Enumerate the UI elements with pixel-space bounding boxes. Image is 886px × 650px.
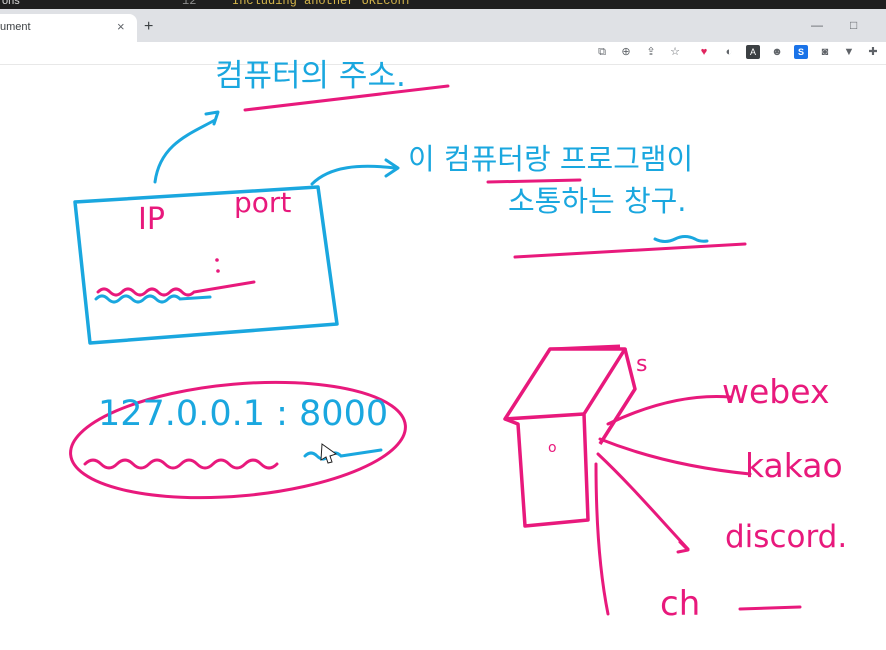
address-pink-scribble [83,458,279,470]
address-note: 컴퓨터의 주소. [215,58,406,94]
address-value: 127.0.0.1 : 8000 [98,394,389,434]
editor-code-strip: ons 12 Including another URLconf [0,0,886,9]
window-maximize-button[interactable]: □ [850,18,858,32]
program-underline-2 [513,242,747,259]
line-to-discord [596,452,690,551]
extension-face-icon[interactable]: ☻ [771,46,783,58]
browser-toolbar: ⧉ ⊕ ⇪ ☆ ♥ ◐ A ☻ S ◙ ▼ ✚ [0,42,886,65]
house-ridge [549,344,621,351]
browser-tab[interactable]: ument × [0,14,137,42]
tab-close-icon[interactable]: × [117,19,125,34]
vpn-icon[interactable]: ◐ [725,46,733,58]
vue-icon[interactable]: ▼ [843,46,855,58]
address-ellipse [69,380,407,500]
arrow-to-program [310,164,397,186]
puzzle-icon[interactable]: ✚ [868,46,878,58]
star-icon[interactable]: ☆ [670,46,680,58]
house-roof-line [504,412,585,421]
app-discord: discord. [725,519,848,555]
house-shape [503,347,627,528]
app-kakao: kakao [745,446,843,485]
new-tab-button[interactable]: + [144,18,154,35]
editor-left-text: ons [2,0,20,7]
program-underline-1 [486,178,582,184]
zoom-icon[interactable]: ⊕ [621,46,631,58]
ip-port-box [73,185,339,345]
arrow-to-program-head [384,158,400,178]
line-to-kakao [598,437,752,476]
address-blue-scribble [303,448,383,461]
pen-cursor [320,443,338,464]
ch-dash [738,605,802,611]
browser-tab-bar: ument × + — □ [0,9,886,42]
editor-code-line: Including another URLconf [232,0,413,8]
whiteboard-drawing [69,84,802,616]
window-blue-underline [653,235,709,243]
whiteboard-canvas[interactable]: 컴퓨터의 주소. IP port 이 컴퓨터랑 프로그램이 소통하는 창구. 1… [0,58,886,650]
share-icon[interactable]: ⇪ [646,46,656,58]
program-line-2: 소통하는 창구. [508,184,687,218]
camera-icon[interactable]: ◙ [821,46,829,58]
tab-title: ument [0,21,31,33]
box-colon-dot [215,258,219,262]
box-blue-scribble [94,294,212,304]
arrow-to-address-head [204,110,220,126]
window-minimize-button[interactable]: — [811,18,823,32]
app-webex: webex [722,372,830,411]
arrow-to-address [153,118,217,184]
house-letter: s [636,352,648,377]
box-colon-dot [216,269,220,273]
app-ch: ch [660,584,701,624]
house-door: o [548,440,557,456]
program-line-1: 이 컴퓨터랑 프로그램이 [408,142,694,176]
line-to-ch [594,462,610,616]
translate-icon[interactable]: ⧉ [598,46,606,58]
address-underline [243,84,450,112]
editor-line-number: 12 [182,0,197,8]
house-side [598,348,637,445]
box-pink-scribble [96,280,256,297]
discord-arrow-head [676,540,690,554]
ip-label: IP [138,202,165,237]
extension-a-icon[interactable]: A [746,45,760,59]
port-label: port [234,186,292,219]
extension-s-icon[interactable]: S [794,45,808,59]
line-to-webex [606,395,732,426]
pocket-icon[interactable]: ♥ [700,46,708,58]
